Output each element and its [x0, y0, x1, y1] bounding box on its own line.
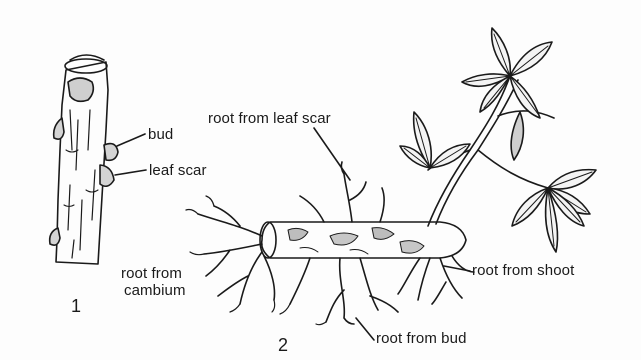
label-root-from-cambium-line1: root from — [121, 265, 182, 282]
label-bud: bud — [148, 126, 173, 143]
root-from-bud-leader-line — [356, 318, 374, 340]
label-root-from-shoot: root from shoot — [472, 262, 574, 279]
label-root-from-cambium-line2: cambium — [124, 282, 186, 299]
shoot-leaves — [400, 28, 596, 252]
figure-number-1: 1 — [71, 296, 81, 317]
stem-cutting-2 — [186, 28, 596, 340]
leaf-scar-leader-line — [115, 170, 146, 175]
root-from-leaf-scar-leader-line — [314, 128, 350, 180]
label-root-from-leaf-scar: root from leaf scar — [208, 110, 331, 127]
figure-number-2: 2 — [278, 335, 288, 356]
stem-cutting-1 — [50, 55, 146, 264]
bud-leader-line — [117, 134, 145, 146]
root-from-shoot-leader-line — [444, 266, 470, 271]
label-leaf-scar: leaf scar — [149, 162, 207, 179]
label-root-from-bud: root from bud — [376, 330, 467, 347]
